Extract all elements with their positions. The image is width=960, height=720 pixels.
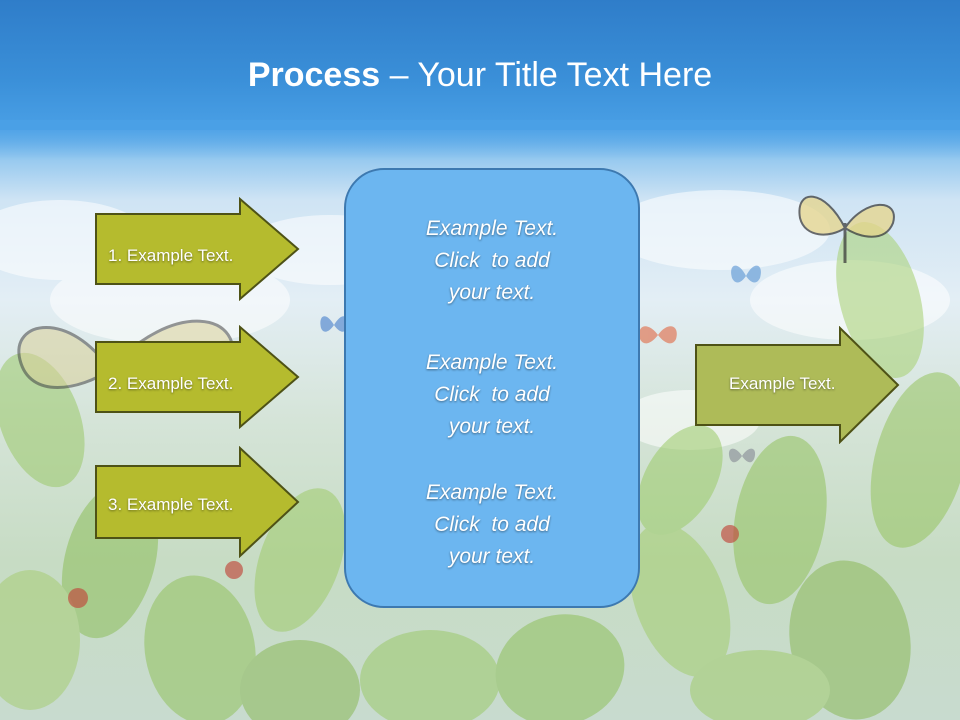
process-text-block-2[interactable]: Example Text. Click to add your text. [344,347,640,443]
block-3-line-3: your text. [448,545,536,568]
butterfly-icon [731,265,761,283]
step-arrow-1-label: 1. Example Text. [108,246,234,265]
block-2-line-1: Example Text. [425,351,559,374]
step-arrow-2-label: 2. Example Text. [108,374,234,393]
block-1-line-3: your text. [448,281,536,304]
output-arrow[interactable] [694,326,900,444]
step-arrow-3-label: 3. Example Text. [108,495,234,514]
slide-title: Process – Your Title Text Here [0,52,960,98]
block-2-line-3: your text. [448,415,536,438]
block-2-line-2: Click to add [434,383,550,406]
leaf-layer [0,222,960,720]
process-box[interactable] [344,168,640,608]
butterfly-icon [798,195,895,263]
block-3-line-1: Example Text. [425,481,559,504]
process-text-block-1[interactable]: Example Text. Click to add your text. [344,213,640,309]
process-text-block-3[interactable]: Example Text. Click to add your text. [344,477,640,573]
butterfly-icon [728,448,756,463]
title-bar [0,0,960,130]
step-arrow-2[interactable] [94,325,300,429]
output-arrow-label: Example Text. [729,374,836,393]
step-arrow-1[interactable] [94,197,300,301]
block-3-line-2: Click to add [434,513,550,536]
block-1-line-1: Example Text. [425,217,559,240]
ladybug-icon [68,525,739,608]
butterfly-icon [639,326,677,344]
title-bold: Process [247,56,381,94]
block-1-line-2: Click to add [434,249,550,272]
title-bar-fade [0,120,960,160]
title-rest: – Your Title Text Here [380,56,713,94]
step-arrow-3[interactable] [94,446,300,558]
